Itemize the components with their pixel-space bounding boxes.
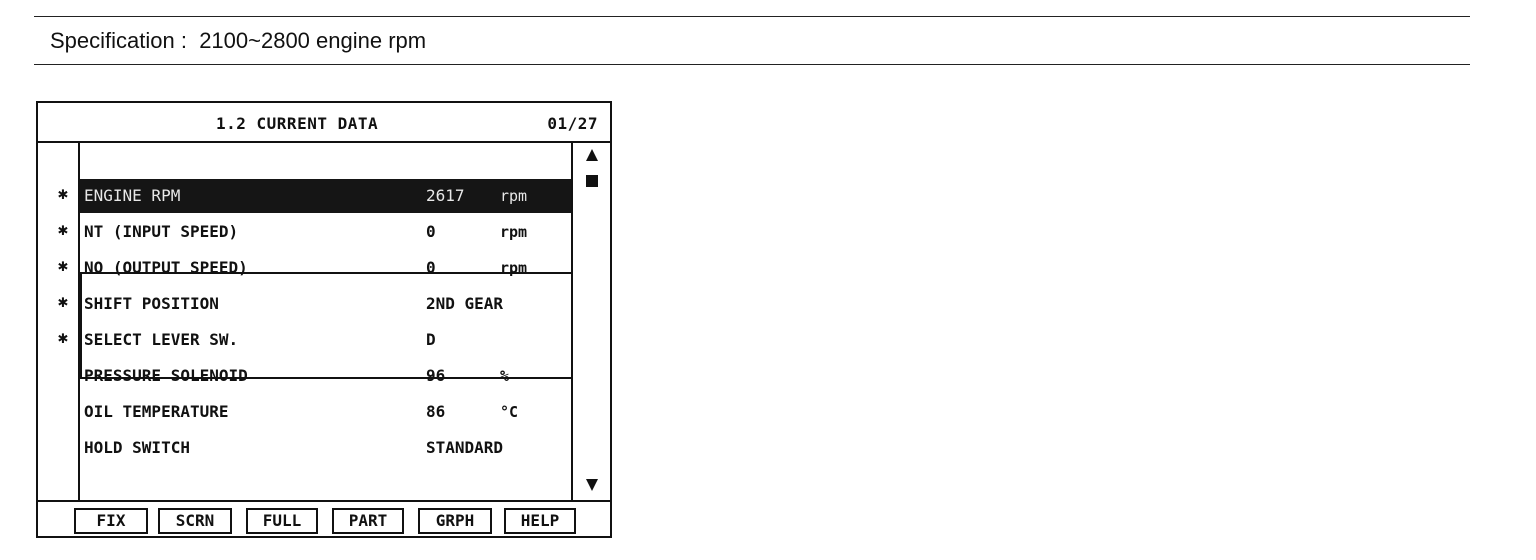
part-button[interactable]: PART — [332, 508, 404, 534]
list-item[interactable]: OIL TEMPERATURE 86 °C — [80, 395, 571, 429]
bottom-rule — [34, 64, 1470, 65]
row-marker-asterisk-icon: ✱ — [57, 328, 69, 348]
top-rule — [34, 16, 1470, 17]
item-value: STANDARD — [426, 438, 504, 457]
item-unit: % — [500, 367, 510, 385]
item-value: 0 — [426, 222, 436, 241]
list-item-engine-rpm-selected[interactable]: ENGINE RPM 2617 rpm — [80, 179, 571, 213]
item-value: 2ND GEAR — [426, 294, 504, 313]
list-item[interactable]: NT (INPUT SPEED) 0 rpm — [80, 215, 571, 249]
item-value: 0 — [426, 258, 436, 277]
scroll-up-arrow-icon[interactable] — [586, 149, 598, 161]
item-label: PRESSURE SOLENOID — [84, 366, 248, 385]
list-item[interactable]: NO (OUTPUT SPEED) 0 rpm — [80, 251, 571, 285]
row-marker-asterisk-icon: ✱ — [57, 184, 69, 204]
scroll-thumb-icon[interactable] — [586, 175, 598, 187]
data-list: ENGINE RPM 2617 rpm NT (INPUT SPEED) 0 r… — [80, 141, 573, 500]
item-value: 96 — [426, 366, 446, 385]
item-value: 86 — [426, 402, 446, 421]
scrn-button[interactable]: SCRN — [158, 508, 232, 534]
page-indicator: 01/27 — [547, 114, 598, 133]
full-button[interactable]: FULL — [246, 508, 318, 534]
item-unit: rpm — [500, 223, 528, 241]
item-label: NO (OUTPUT SPEED) — [84, 258, 248, 277]
row-marker-asterisk-icon: ✱ — [57, 256, 69, 276]
item-label: ENGINE RPM — [84, 186, 181, 205]
list-item[interactable]: HOLD SWITCH STANDARD — [80, 431, 571, 465]
list-item[interactable]: SHIFT POSITION 2ND GEAR — [80, 287, 571, 321]
item-label: NT (INPUT SPEED) — [84, 222, 239, 241]
fix-button[interactable]: FIX — [74, 508, 148, 534]
marker-column: ✱ ✱ ✱ ✱ ✱ — [38, 141, 80, 500]
item-label: OIL TEMPERATURE — [84, 402, 229, 421]
list-item[interactable]: SELECT LEVER SW. D — [80, 323, 571, 357]
item-label: SHIFT POSITION — [84, 294, 219, 313]
item-unit: rpm — [500, 259, 528, 277]
row-marker-asterisk-icon: ✱ — [57, 292, 69, 312]
specification-text: Specification : 2100~2800 engine rpm — [50, 28, 427, 53]
screen-title: 1.2 CURRENT DATA — [216, 114, 379, 133]
list-item[interactable] — [80, 141, 571, 175]
row-marker-asterisk-icon: ✱ — [57, 220, 69, 240]
item-value: D — [426, 330, 436, 349]
item-label: HOLD SWITCH — [84, 438, 190, 457]
scroll-down-arrow-icon[interactable] — [586, 479, 598, 491]
help-button[interactable]: HELP — [504, 508, 576, 534]
list-item[interactable]: PRESSURE SOLENOID 96 % — [80, 359, 571, 393]
item-unit: °C — [500, 403, 519, 421]
grph-button[interactable]: GRPH — [418, 508, 492, 534]
scrollbar[interactable] — [571, 141, 612, 500]
function-key-bar: FIX SCRN FULL PART GRPH HELP — [38, 500, 610, 538]
item-value: 2617 — [426, 186, 465, 205]
item-label: SELECT LEVER SW. — [84, 330, 239, 349]
scan-tool-screen: 1.2 CURRENT DATA 01/27 ✱ ✱ ✱ ✱ ✱ ENGINE … — [36, 101, 612, 538]
item-unit: rpm — [500, 187, 528, 205]
screen-title-bar: 1.2 CURRENT DATA 01/27 — [38, 103, 610, 143]
